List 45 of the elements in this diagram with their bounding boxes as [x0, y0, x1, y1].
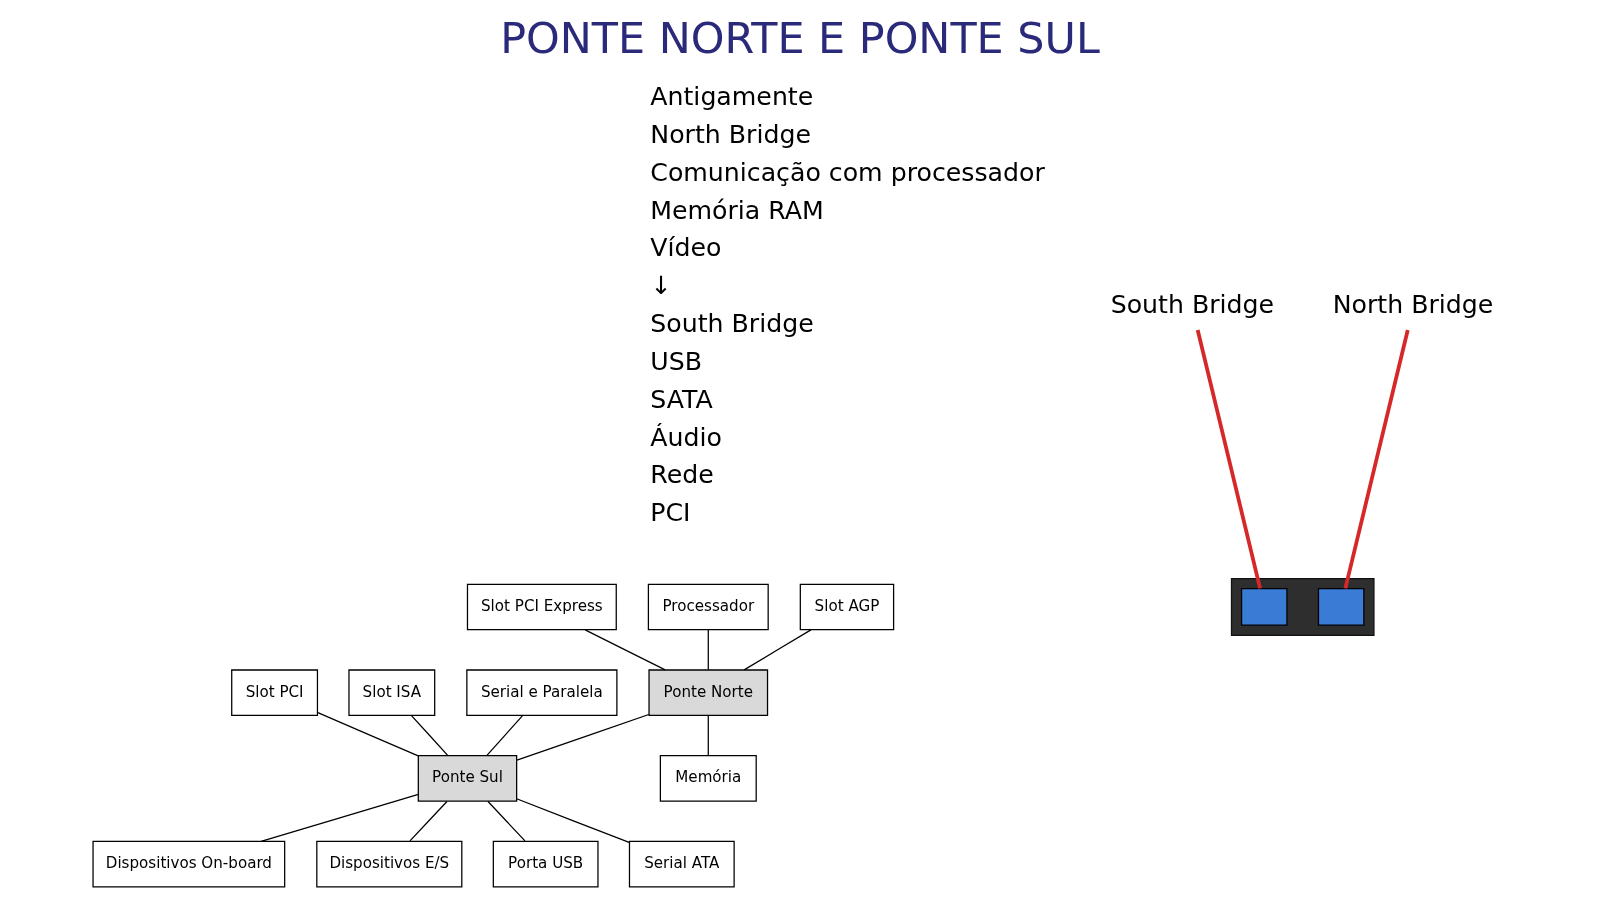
node-box: Slot AGP: [799, 583, 895, 631]
node-box: Dispositivos On-board: [92, 840, 286, 888]
connector: [1195, 329, 1262, 589]
connector: [260, 793, 419, 842]
connector: [317, 712, 419, 757]
connector: [486, 715, 523, 756]
node-box: Serial e Paralela: [466, 669, 618, 716]
node-box: Slot PCI Express: [466, 583, 617, 631]
connector: [584, 629, 666, 671]
connector: [411, 715, 449, 756]
label: North Bridge: [650, 120, 811, 150]
label: Rede: [650, 460, 714, 490]
connector: [707, 715, 709, 756]
label: Áudio: [650, 422, 722, 452]
label: South Bridge: [650, 309, 814, 339]
node-box: [1240, 588, 1288, 626]
connector: [516, 713, 650, 761]
node-box: Slot ISA: [348, 669, 436, 716]
label: USB: [650, 346, 703, 376]
label: Vídeo: [650, 233, 722, 263]
label: PCI: [650, 498, 691, 528]
connector: [743, 629, 812, 671]
label: Comunicação com processador: [650, 157, 1045, 187]
label: Memória RAM: [650, 195, 824, 225]
node-box: Slot PCI: [231, 669, 319, 716]
node-box: Processador: [647, 583, 769, 631]
node-box: Memória: [659, 755, 757, 802]
node-box: Serial ATA: [628, 840, 735, 888]
label: ↓: [650, 271, 672, 301]
connector: [487, 800, 526, 842]
connector: [707, 629, 709, 671]
node-box: Porta USB: [492, 840, 599, 888]
node-box: Ponte Sul: [417, 755, 518, 802]
cluster: [1230, 577, 1375, 636]
label: SATA: [650, 384, 713, 414]
connector: [409, 800, 448, 842]
node-box: [1317, 588, 1365, 626]
node-box: Dispositivos E/S: [316, 840, 463, 888]
node-box: Ponte Norte: [648, 669, 769, 716]
diagram-title: PONTE NORTE E PONTE SUL: [500, 12, 1100, 63]
connector: [516, 798, 630, 844]
label: Antigamente: [650, 82, 814, 112]
node-text: South Bridge: [1110, 290, 1275, 320]
node-text: North Bridge: [1332, 290, 1494, 320]
connector: [1343, 329, 1410, 589]
